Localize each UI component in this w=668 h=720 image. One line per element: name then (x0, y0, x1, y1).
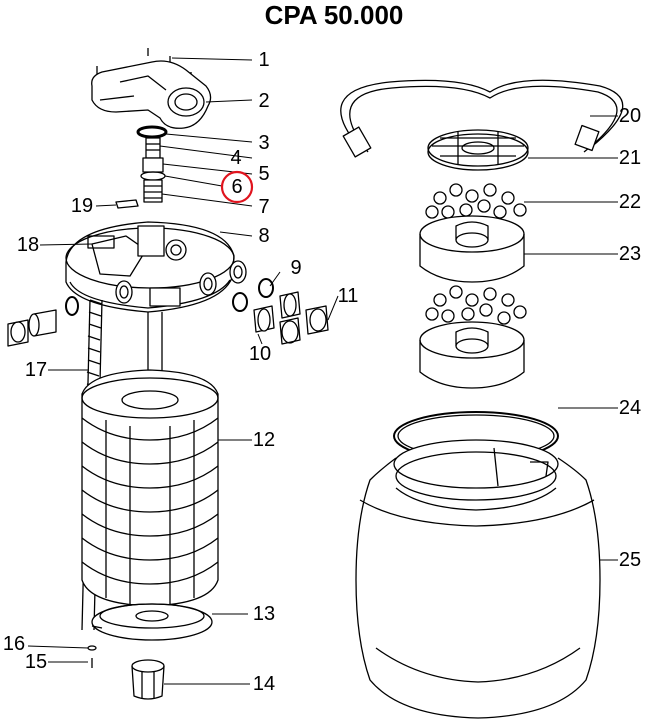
part-valve-handle (91, 60, 212, 129)
part-small-screw (87, 645, 97, 668)
part-clamp-ring (340, 79, 624, 158)
part-filter-lid (65, 221, 235, 313)
callout-17: 17 (25, 359, 47, 381)
part-label-plate (115, 199, 139, 209)
callout-7: 7 (258, 196, 269, 218)
part-base-plate (91, 603, 213, 641)
callout-11: 11 (338, 285, 359, 307)
callout-19: 19 (71, 195, 93, 217)
part-trays (419, 215, 525, 389)
part-spindle-stack (140, 137, 166, 203)
callout-24: 24 (619, 397, 641, 419)
callout-14: 14 (253, 673, 275, 695)
callout-4: 4 (230, 147, 241, 169)
callout-25: 25 (619, 549, 641, 571)
callout-22: 22 (619, 191, 641, 213)
part-bio-balls (425, 183, 527, 325)
callout-23: 23 (619, 243, 641, 265)
highlight-circle (220, 170, 254, 204)
callout-5: 5 (258, 163, 269, 185)
callout-9: 9 (290, 257, 301, 279)
callout-6: 6 (231, 176, 242, 198)
part-lid-fittings (115, 260, 247, 307)
callout-13: 13 (253, 603, 275, 625)
callout-16: 16 (3, 633, 25, 655)
part-right-fittings (232, 278, 329, 345)
part-oring-top (136, 125, 168, 139)
callout-15: 15 (25, 651, 47, 673)
part-grid-cover (427, 129, 529, 171)
callout-21: 21 (619, 147, 641, 169)
callout-18: 18 (17, 234, 39, 256)
part-sponge-stack (81, 369, 219, 607)
part-filter-barrel (355, 439, 601, 719)
callout-3: 3 (258, 132, 269, 154)
leader-lines (27, 57, 618, 685)
part-outlet-connector (131, 659, 165, 700)
callout-12: 12 (253, 429, 275, 451)
callout-2: 2 (258, 90, 269, 112)
part-left-fittings (7, 296, 79, 347)
callout-20: 20 (619, 105, 641, 127)
diagram-title: CPA 50.000 (264, 0, 404, 30)
callout-10: 10 (249, 343, 271, 365)
callout-8: 8 (258, 225, 269, 247)
callout-1: 1 (258, 49, 269, 71)
